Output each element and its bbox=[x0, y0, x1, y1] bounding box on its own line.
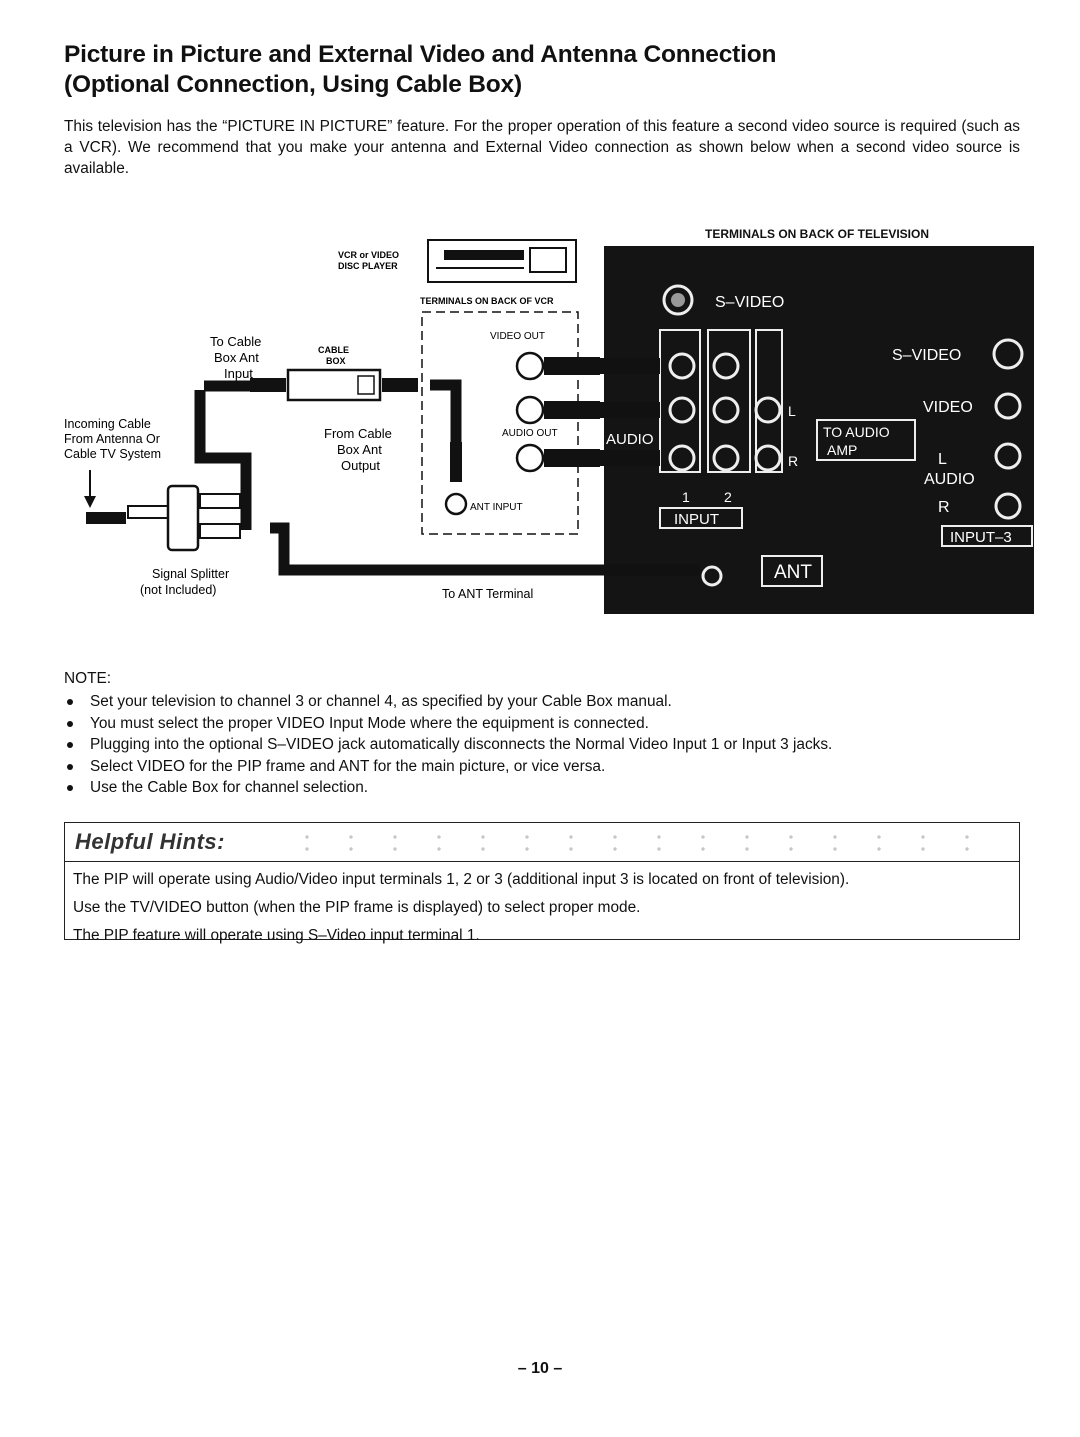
note-item: Select VIDEO for the PIP frame and ANT f… bbox=[64, 756, 1024, 778]
note-item: Set your television to channel 3 or chan… bbox=[64, 691, 1024, 713]
tv-back-panel bbox=[604, 246, 1034, 614]
vcr-terminals-frame bbox=[421, 311, 579, 535]
front-l-label: L bbox=[938, 451, 947, 468]
hint-line: Use the TV/VIDEO button (when the PIP fr… bbox=[73, 899, 641, 916]
front-input3-label: INPUT–3 bbox=[950, 529, 1012, 546]
to-ant-label: To ANT Terminal bbox=[442, 587, 533, 601]
helpful-hints-title: Helpful Hints: bbox=[75, 829, 225, 854]
front-l-jack-icon bbox=[994, 442, 1022, 470]
to-cable-label-1: To Cable bbox=[210, 334, 261, 349]
hint-line: The PIP will operate using Audio/Video i… bbox=[73, 871, 850, 888]
page-number: – 10 – bbox=[517, 1360, 563, 1377]
signal-splitter-icon bbox=[166, 484, 200, 552]
title-line-1: Picture in Picture and External Video an… bbox=[64, 41, 777, 68]
vcr-label-2: DISC PLAYER bbox=[338, 261, 398, 271]
intro-paragraph: This television has the “PICTURE IN PICT… bbox=[64, 118, 1020, 177]
from-cable-label-1: From Cable bbox=[324, 426, 392, 441]
bullet-icon bbox=[67, 699, 73, 705]
incoming-label-3: Cable TV System bbox=[64, 447, 161, 461]
helpful-hints-box: Helpful Hints: The PIP will operate usin… bbox=[64, 822, 1020, 944]
incoming-label-2: From Antenna Or bbox=[64, 432, 160, 446]
hint-line: The PIP feature will operate using S–Vid… bbox=[73, 927, 480, 944]
vcr-ant-input-jack-icon bbox=[444, 492, 468, 516]
front-audio-label: AUDIO bbox=[924, 471, 975, 488]
tv-r-label: R bbox=[788, 453, 798, 469]
note-item: Use the Cable Box for channel selection. bbox=[64, 777, 1024, 799]
vcr-audio-out-label: AUDIO OUT bbox=[502, 428, 558, 439]
to-cable-label-2: Box Ant bbox=[214, 350, 259, 365]
note-item: Plugging into the optional S–VIDEO jack … bbox=[64, 734, 1024, 756]
front-svideo-jack-icon bbox=[992, 338, 1024, 370]
from-cable-label-3: Output bbox=[341, 458, 380, 473]
decorative-dots bbox=[285, 831, 999, 853]
cable-box-label-2: BOX bbox=[326, 356, 346, 366]
vcr-video-out-label: VIDEO OUT bbox=[490, 331, 545, 342]
tv-svideo-jack-icon bbox=[662, 284, 694, 316]
tv-audio-label: AUDIO bbox=[606, 431, 654, 448]
tv-input-label: INPUT bbox=[674, 511, 719, 528]
bullet-icon bbox=[67, 742, 73, 748]
helpful-hints-body: The PIP will operate using Audio/Video i… bbox=[65, 862, 1019, 950]
bullet-icon bbox=[67, 763, 73, 770]
front-r-jack-icon bbox=[994, 492, 1022, 520]
front-svideo-label: S–VIDEO bbox=[892, 347, 961, 364]
vcr-icon bbox=[427, 239, 577, 283]
tv-input-1-label: 1 bbox=[682, 489, 690, 505]
to-cable-label-3: Input bbox=[224, 366, 253, 381]
page-title: Picture in Picture and External Video an… bbox=[64, 40, 1024, 100]
coax-cables bbox=[194, 379, 700, 576]
front-video-jack-icon bbox=[994, 392, 1022, 420]
incoming-label-1: Incoming Cable bbox=[64, 417, 151, 431]
cable-box-icon bbox=[286, 368, 382, 402]
vcr-label-1: VCR or VIDEO bbox=[338, 250, 399, 260]
tv-l-label: L bbox=[788, 403, 796, 419]
helpful-hints-header: Helpful Hints: bbox=[65, 823, 1019, 862]
note-heading: NOTE: bbox=[64, 670, 112, 687]
bullet-icon bbox=[67, 720, 73, 727]
cable-box-label-1: CABLE bbox=[318, 345, 349, 355]
splitter-label-1: Signal Splitter bbox=[152, 567, 229, 581]
bullet-icon bbox=[67, 785, 73, 791]
tv-svideo-label: S–VIDEO bbox=[715, 294, 784, 311]
title-line-2: (Optional Connection, Using Cable Box) bbox=[64, 71, 522, 98]
front-video-label: VIDEO bbox=[923, 399, 973, 416]
splitter-label-2: (not Included) bbox=[140, 583, 216, 597]
tv-input-jacks bbox=[668, 352, 782, 472]
tv-input-2-label: 2 bbox=[724, 489, 732, 505]
note-item: You must select the proper VIDEO Input M… bbox=[64, 713, 1024, 735]
front-r-label: R bbox=[938, 499, 950, 516]
tv-ant-label: ANT bbox=[774, 562, 812, 583]
tv-amp-label: AMP bbox=[827, 442, 857, 458]
vcr-ant-input-label: ANT INPUT bbox=[470, 502, 523, 513]
tv-terminals-label: TERMINALS ON BACK OF TELEVISION bbox=[705, 227, 929, 241]
tv-ant-jack-icon bbox=[701, 565, 723, 587]
notes-list: Set your television to channel 3 or chan… bbox=[64, 691, 1024, 799]
rca-cables bbox=[515, 351, 545, 473]
connection-diagram: TERMINALS ON BACK OF TELEVISION S–VIDEO … bbox=[64, 227, 1034, 614]
from-cable-label-2: Box Ant bbox=[337, 442, 382, 457]
vcr-terminals-label: TERMINALS ON BACK OF VCR bbox=[420, 296, 554, 306]
tv-to-audio-label: TO AUDIO bbox=[823, 424, 890, 440]
